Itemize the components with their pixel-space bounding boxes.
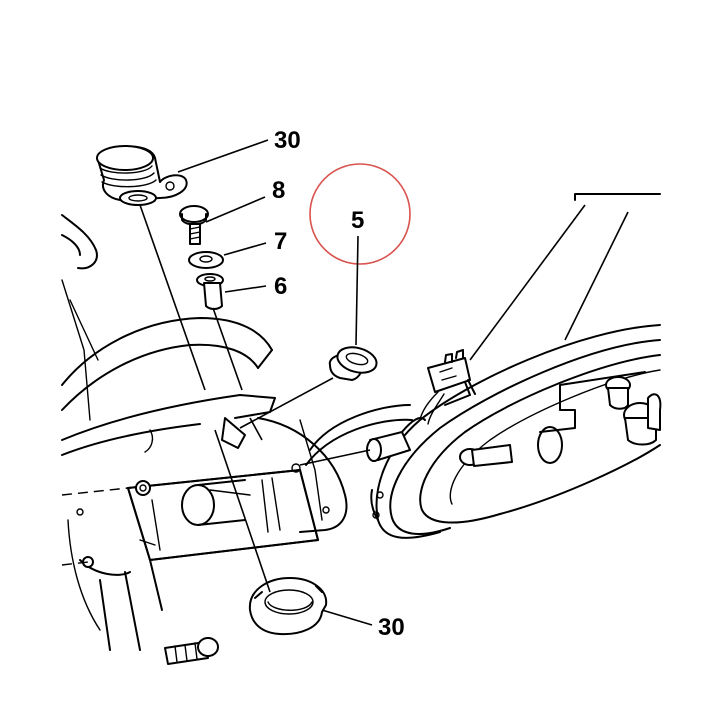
label-part-30-top: 30 <box>274 127 301 154</box>
part-30-top-grommet <box>96 145 188 206</box>
label-part-30-bottom: 30 <box>378 614 405 641</box>
bottom-bolt <box>164 637 219 665</box>
part-30-bottom-ring <box>248 577 328 636</box>
part-5-bung <box>328 346 378 381</box>
highlight-circle <box>309 163 411 265</box>
assembly-lines <box>139 193 661 593</box>
part-6-bushing <box>196 273 224 310</box>
lamp-assembly <box>305 324 662 539</box>
part-7-washer <box>188 251 224 269</box>
label-part-7: 7 <box>274 228 287 255</box>
part-8-screw <box>179 205 209 245</box>
housing-body <box>61 214 348 651</box>
label-part-6: 6 <box>274 273 287 300</box>
callout-lines <box>177 139 373 626</box>
label-part-5: 5 <box>351 207 364 234</box>
label-part-8: 8 <box>272 177 285 204</box>
